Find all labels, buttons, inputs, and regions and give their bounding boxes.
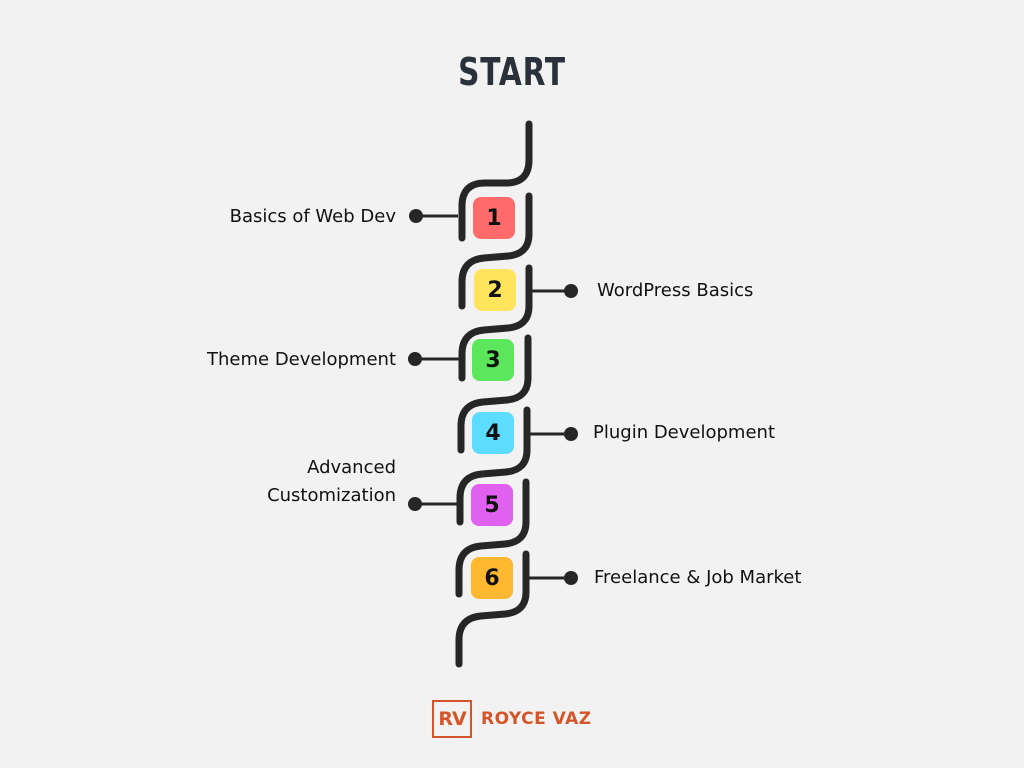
step-2-label: WordPress Basics	[597, 280, 754, 301]
connector-dot-1	[409, 209, 423, 223]
step-4-number: 4	[485, 420, 501, 446]
step-6-badge: 6	[471, 557, 513, 599]
path-segment-3	[457, 334, 532, 454]
step-1-number: 1	[486, 205, 502, 231]
step-2-badge: 2	[474, 269, 516, 311]
step-4-label: Plugin Development	[593, 422, 775, 443]
step-3-label: Theme Development	[207, 349, 396, 370]
path-segments	[455, 120, 533, 668]
step-3-badge: 3	[472, 339, 514, 381]
step-4-badge: 4	[472, 412, 514, 454]
step-5-label: Advanced Customization	[267, 454, 396, 510]
path-segment-2	[458, 264, 533, 382]
logo-mark: RV	[432, 700, 472, 738]
step-1-label: Basics of Web Dev	[229, 206, 396, 227]
path-segment-1	[458, 192, 533, 310]
path-segment-0	[458, 120, 533, 242]
step-5-label-line-1: Advanced	[307, 457, 396, 478]
step-6-number: 6	[484, 565, 500, 591]
step-5-number: 5	[484, 492, 500, 518]
connector-dot-3	[408, 352, 422, 366]
step-6-label: Freelance & Job Market	[594, 567, 802, 588]
connector-dot-6	[564, 571, 578, 585]
step-5-label-line-2: Customization	[267, 485, 396, 506]
step-3-number: 3	[485, 347, 501, 373]
connector-dot-4	[564, 427, 578, 441]
step-1-badge: 1	[473, 197, 515, 239]
path-segment-4	[456, 406, 531, 526]
path-segment-6	[455, 550, 530, 668]
brand-logo: RV ROYCE VAZ	[432, 700, 592, 738]
step-2-number: 2	[487, 277, 503, 303]
connector-dot-2	[564, 284, 578, 298]
path-segment-5	[455, 478, 530, 598]
connectors	[408, 209, 578, 585]
diagram-title: START	[458, 50, 566, 94]
logo-name: ROYCE VAZ	[481, 709, 592, 729]
step-5-badge: 5	[471, 484, 513, 526]
connector-dot-5	[408, 497, 422, 511]
